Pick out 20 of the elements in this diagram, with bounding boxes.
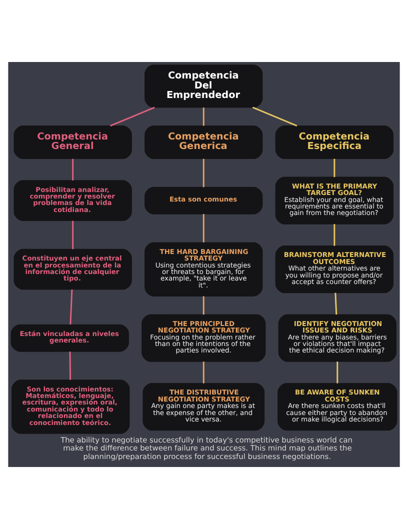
connector: [202, 361, 204, 383]
connector: [72, 158, 74, 180]
connector: [334, 292, 338, 314]
connector: [252, 106, 298, 126]
caption: The ability to negotiate successfully in today's competitive business world can make the difference between failure and success. This mind map outlines the planning/preparation process for successful business negotiations.: [60, 434, 352, 460]
connector: [336, 361, 338, 383]
node-box: Competencia Del Emprendedor: [144, 64, 263, 108]
connector: [202, 158, 204, 187]
node-box: Competencia Especifica: [275, 125, 394, 158]
node-box: Competencia General: [14, 125, 132, 158]
node-box: Competencia Generica: [144, 125, 263, 158]
connector: [202, 296, 204, 314]
connector: [110, 106, 155, 126]
connector: [202, 213, 204, 242]
connector: [202, 107, 204, 126]
connector: [334, 158, 336, 177]
connector: [334, 224, 336, 246]
connector: [70, 289, 73, 324]
connector: [69, 350, 72, 380]
connector: [72, 220, 74, 249]
